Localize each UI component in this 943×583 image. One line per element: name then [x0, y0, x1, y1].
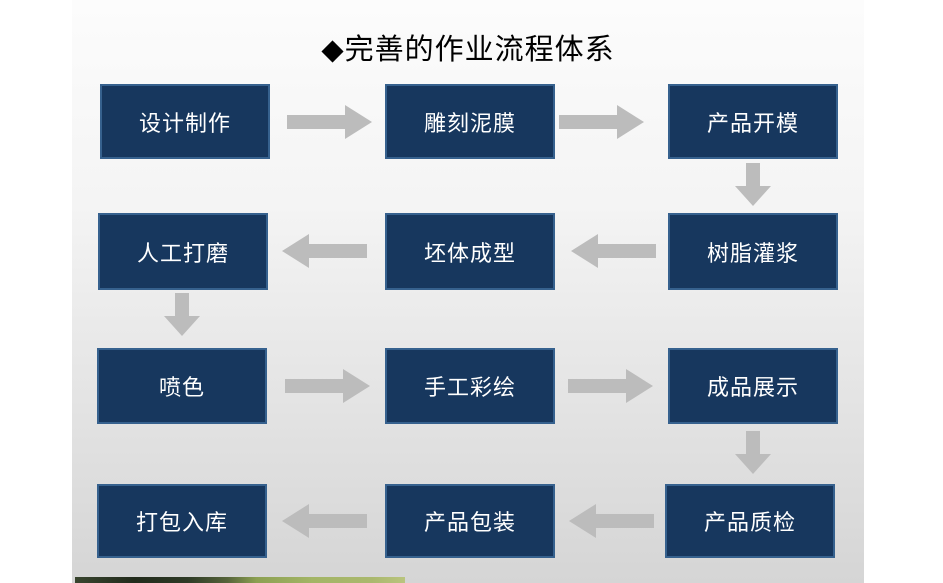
flow-node-spray-coloring: 喷色	[97, 348, 267, 424]
flow-node-design-production: 设计制作	[100, 84, 270, 159]
flow-node-finished-product-display: 成品展示	[668, 348, 838, 424]
flow-node-resin-grouting: 树脂灌浆	[668, 213, 838, 290]
arrow-right-icon	[285, 369, 370, 403]
flow-node-product-mold-opening: 产品开模	[668, 84, 838, 159]
flow-node-manual-polishing: 人工打磨	[98, 213, 268, 290]
flow-node-body-forming: 坯体成型	[385, 213, 555, 290]
arrow-down-icon	[735, 163, 771, 206]
arrow-right-icon	[287, 105, 372, 139]
arrow-left-icon	[569, 504, 654, 538]
slide-title: ◆完善的作业流程体系	[321, 34, 615, 66]
flow-node-hand-painting: 手工彩绘	[385, 348, 555, 424]
arrow-left-icon	[571, 234, 656, 268]
arrow-right-icon	[568, 369, 653, 403]
flow-node-packing-warehousing: 打包入库	[97, 484, 267, 558]
arrow-left-icon	[282, 234, 367, 268]
flow-node-product-packaging: 产品包装	[385, 484, 555, 558]
arrow-down-icon	[735, 431, 771, 474]
arrow-down-icon	[164, 293, 200, 336]
arrow-right-icon	[559, 105, 644, 139]
flow-node-quality-inspection: 产品质检	[665, 484, 835, 558]
slide-canvas: ◆完善的作业流程体系 设计制作 雕刻泥膜 产品开模 人工打磨 坯体成型 树脂灌浆…	[72, 0, 864, 583]
arrow-left-icon	[282, 504, 367, 538]
bottom-photo-edge	[75, 577, 405, 583]
flow-node-clay-mold-carving: 雕刻泥膜	[385, 84, 555, 159]
